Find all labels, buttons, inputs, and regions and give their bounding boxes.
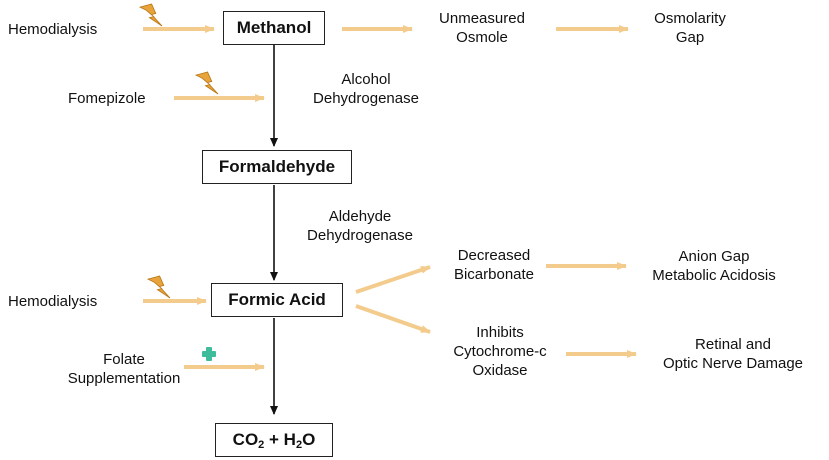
formaldehyde-label: Formaldehyde (218, 157, 336, 176)
inhibits-cox-label: Inhibits Cytochrome-c Oxidase (453, 324, 547, 379)
folate-supplementation-label: Folate Supplementation (67, 351, 181, 387)
arrow-formic-to-bicarbonate (355, 265, 431, 294)
fomepizole-label: Fomepizole (68, 90, 146, 107)
products-plus-h: + H (264, 430, 296, 449)
hemodialysis-bottom-label: Hemodialysis (8, 293, 98, 310)
products-box: CO2 + H2O (215, 423, 333, 457)
lightning-bolt-icon (146, 275, 171, 299)
methanol-label: Methanol (236, 18, 312, 37)
products-o: O (302, 430, 316, 449)
formaldehyde-box: Formaldehyde (202, 150, 352, 184)
products-label: CO2 + H2O (232, 430, 316, 451)
decreased-bicarbonate-label: Decreased Bicarbonate (453, 247, 535, 283)
aldehyde-dehydrogenase-label: Aldehyde Dehydrogenase (307, 208, 413, 244)
formic-acid-box: Formic Acid (211, 283, 343, 317)
products-co: CO (232, 430, 259, 449)
alcohol-dehydrogenase-label: Alcohol Dehydrogenase (313, 71, 419, 107)
anion-gap-acidosis-label: Anion Gap Metabolic Acidosis (652, 248, 776, 284)
osmolarity-gap-label: Osmolarity Gap (654, 10, 726, 46)
products-sub-2a: 2 (258, 439, 265, 451)
lightning-bolt-icon (194, 71, 219, 95)
lightning-bolt-icon (138, 3, 163, 27)
methanol-box: Methanol (223, 11, 325, 45)
unmeasured-osmole-label: Unmeasured Osmole (439, 10, 525, 46)
arrow-formic-to-cox (355, 304, 431, 334)
products-sub-2b: 2 (295, 439, 303, 451)
retinal-damage-label: Retinal and Optic Nerve Damage (662, 336, 804, 372)
formic-acid-label: Formic Acid (228, 290, 326, 309)
green-plus-icon (202, 347, 216, 361)
hemodialysis-top-label: Hemodialysis (8, 21, 98, 38)
